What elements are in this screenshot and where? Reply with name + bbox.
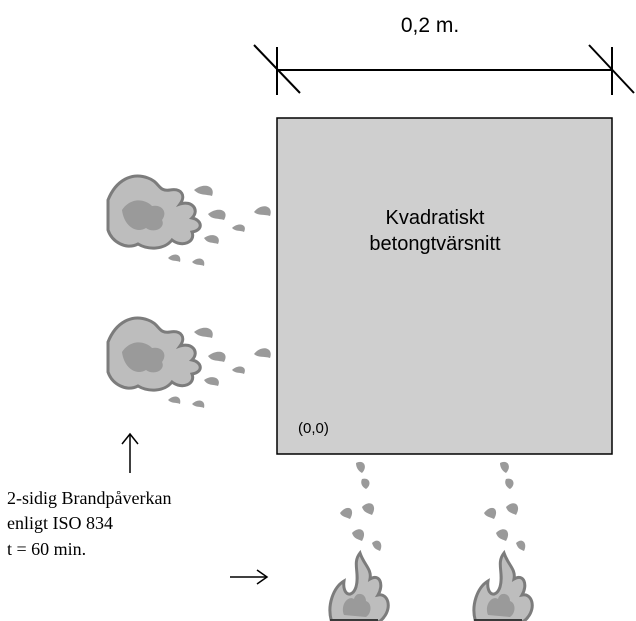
- flame-bottom-left-icon: [328, 460, 390, 621]
- fire-exposure-line2: enligt ISO 834: [7, 513, 113, 533]
- cross-section-label-line2: betongtvärsnitt: [369, 233, 501, 255]
- dimension-line: [253, 44, 635, 95]
- arrow-up-icon: [121, 432, 139, 473]
- fire-exposure-line1: 2-sidig Brandpåverkan: [7, 488, 172, 508]
- cross-section-label-line1: Kvadratiskt: [385, 207, 485, 229]
- flame-left-upper-icon: [106, 174, 273, 268]
- concrete-cross-section: [276, 117, 613, 455]
- flame-bottom-right-icon: [472, 460, 534, 621]
- origin-label: (0,0): [298, 420, 329, 437]
- flame-left-lower-icon: [106, 316, 273, 410]
- cross-section-label: Kvadratiskt betongtvärsnitt: [300, 205, 570, 257]
- arrow-right-icon: [230, 569, 269, 585]
- dimension-label: 0,2 m.: [400, 14, 460, 37]
- fire-exposure-line3: t = 60 min.: [7, 539, 87, 559]
